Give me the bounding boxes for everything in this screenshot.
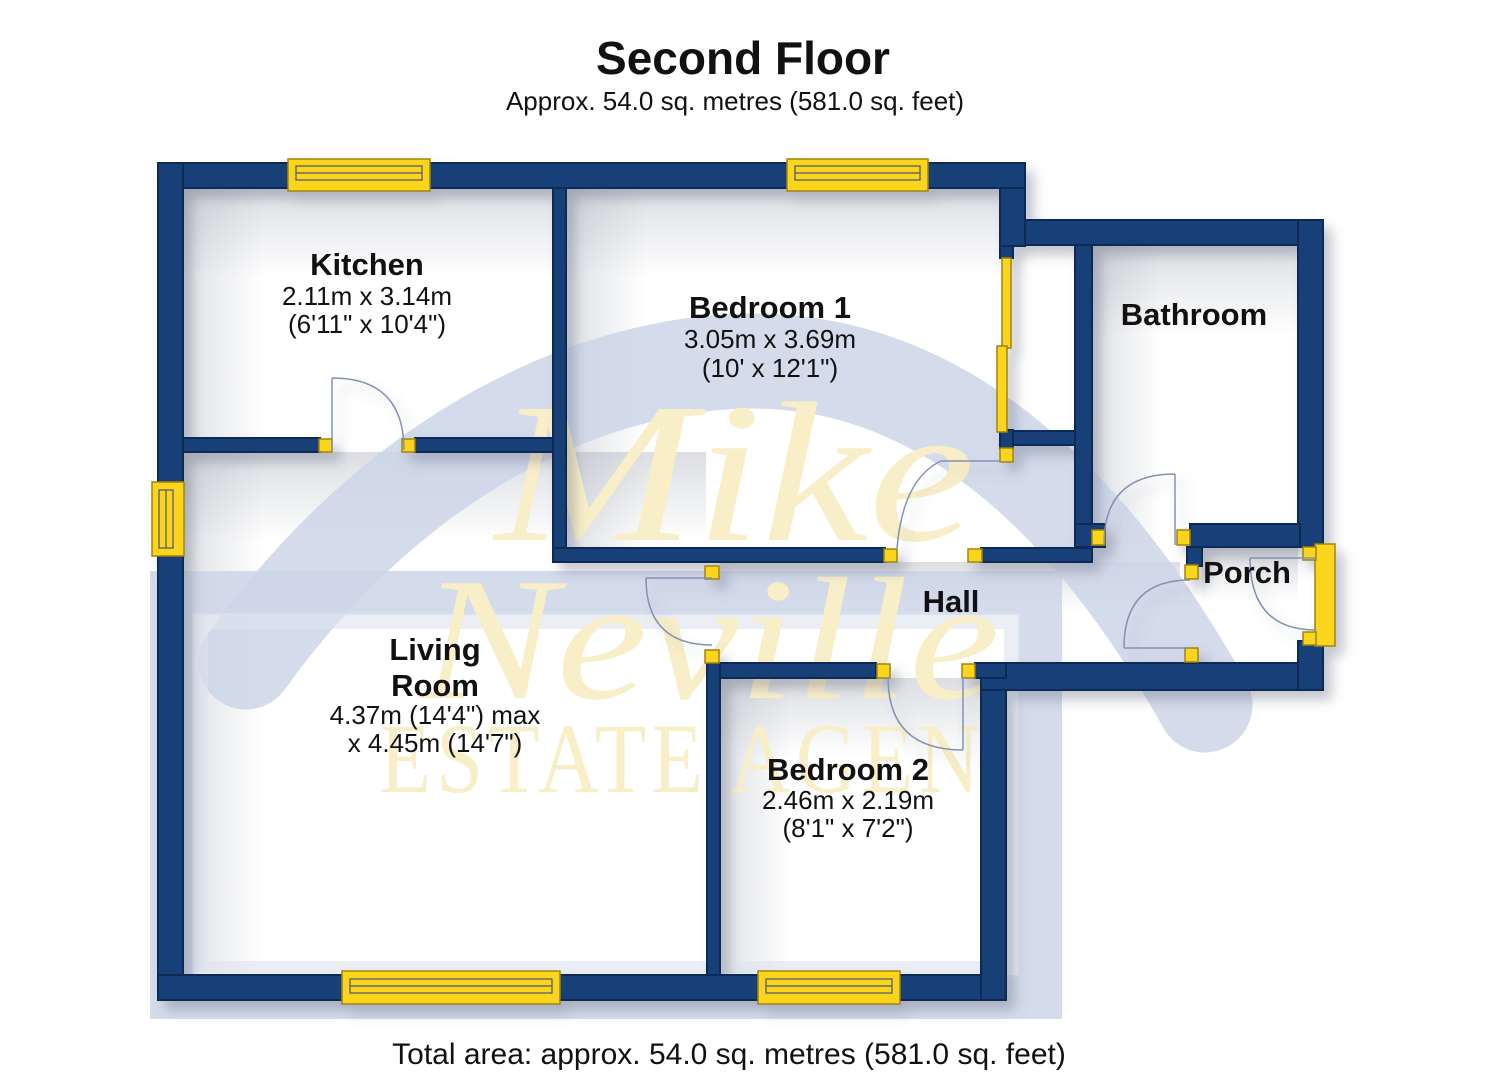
kitchen-label: Kitchen (310, 247, 424, 282)
wall (974, 662, 1007, 679)
front-door-panel (1314, 543, 1336, 647)
living-room-label-line2: Room (391, 668, 479, 703)
bedroom1-dims-metric: 3.05m x 3.69m (684, 324, 856, 354)
wall (980, 547, 1093, 563)
wall (552, 187, 567, 563)
hall-label: Hall (923, 584, 980, 619)
door-jamb (401, 438, 416, 453)
door-jamb (1091, 529, 1106, 546)
bedroom1-door-arc (896, 460, 1001, 549)
kitchen-dims-imperial: (6'11" x 10'4") (288, 309, 446, 339)
sliding-door-panel (996, 345, 1008, 433)
sliding-door-panel (1001, 257, 1012, 349)
living-room-side-window (151, 481, 185, 557)
wall (1186, 546, 1203, 567)
bathroom-door-arc (1103, 473, 1176, 545)
walls-group (151, 158, 1336, 1005)
living-room-label-line1: Living (389, 632, 480, 667)
total-area-text: Total area: approx. 54.0 sq. metres (581… (392, 1038, 1066, 1071)
watermark-frame-inner (192, 613, 1020, 977)
watermark-word-3: ESTATE AGEN (380, 703, 985, 814)
wall (157, 162, 184, 1001)
living-room-dims-imperial: x 4.45m (14'7") (348, 728, 523, 758)
living-room-window (341, 970, 561, 1005)
door-jamb (1302, 631, 1317, 646)
door-jamb (999, 447, 1014, 463)
door-jamb (961, 663, 976, 679)
wall (980, 662, 1324, 691)
door-jamb (318, 438, 333, 453)
bedroom2-dims-metric: 2.46m x 2.19m (762, 785, 934, 815)
kitchen-door-arc (331, 377, 405, 451)
door-swings (331, 377, 1317, 751)
wall (414, 437, 555, 453)
wall (719, 662, 877, 679)
wall (552, 547, 886, 563)
bedroom2-label: Bedroom 2 (767, 752, 929, 787)
wall (980, 662, 1007, 1001)
door-jamb (704, 565, 720, 580)
bedroom2-door-arc (887, 676, 964, 751)
bedroom1-window (786, 158, 929, 192)
page-title: Second Floor (596, 32, 890, 84)
wall (1189, 523, 1301, 548)
bedroom1-dims-imperial: (10' x 12'1") (702, 353, 838, 383)
bedroom1-label: Bedroom 1 (689, 290, 851, 325)
wall (1297, 219, 1324, 548)
porch-hall-door-arc (1123, 579, 1191, 649)
kitchen-dims-metric: 2.11m x 3.14m (282, 281, 452, 311)
door-jamb (883, 548, 898, 563)
door-jamb (876, 663, 891, 679)
kitchen-window (287, 158, 431, 192)
bedroom2-window (757, 970, 901, 1005)
wall (1074, 244, 1093, 548)
wall (182, 437, 321, 453)
wall (1002, 219, 1324, 246)
door-jamb (1176, 529, 1191, 546)
wall (706, 662, 721, 976)
door-jamb (1184, 647, 1199, 663)
bathroom-label: Bathroom (1121, 297, 1267, 332)
page-subtitle: Approx. 54.0 sq. metres (581.0 sq. feet) (506, 86, 964, 116)
wall (999, 187, 1026, 247)
door-jamb (1184, 564, 1199, 580)
wall (999, 245, 1014, 259)
hall-living-door-arc (645, 577, 713, 646)
door-jamb (967, 548, 983, 563)
front-door-arc (1249, 557, 1317, 631)
porch-label: Porch (1203, 555, 1291, 590)
living-room-dims-metric: 4.37m (14'4") max (330, 700, 541, 730)
room-labels: Kitchen 2.11m x 3.14m (6'11" x 10'4") Be… (282, 247, 1291, 843)
door-jamb (704, 649, 720, 664)
bedroom2-dims-imperial: (8'1" x 7'2") (783, 813, 914, 843)
door-jamb (1302, 546, 1317, 561)
wall (1012, 430, 1076, 446)
wall (1297, 640, 1324, 691)
